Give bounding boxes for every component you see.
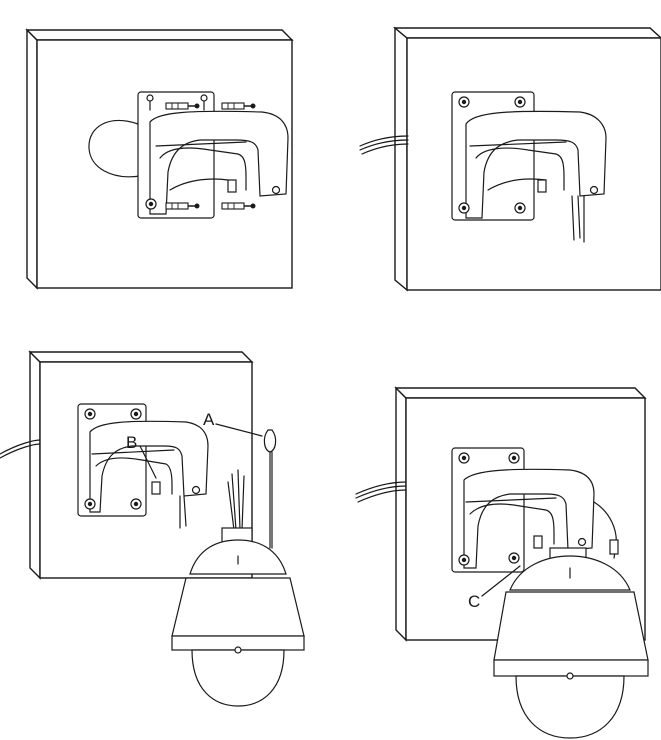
callout-b: B xyxy=(126,433,137,452)
wall-top-edge xyxy=(25,29,294,41)
callout-a: A xyxy=(203,410,215,429)
step-1-panel xyxy=(25,28,294,290)
dome-camera xyxy=(493,547,649,739)
safety-hook xyxy=(263,429,277,453)
callout-c: C xyxy=(468,592,480,611)
step-4-panel: C xyxy=(355,386,649,739)
step-3-panel: A B xyxy=(0,350,305,707)
dome-lens-cover xyxy=(191,649,285,707)
dome-camera xyxy=(171,527,305,707)
dome-lens-cover xyxy=(515,675,625,739)
wall-bracket-arm xyxy=(149,110,289,215)
wall-bracket-arm xyxy=(465,110,607,219)
wall-hole xyxy=(88,119,141,178)
step-2-panel xyxy=(359,26,661,292)
wall-side-edge xyxy=(26,28,38,290)
